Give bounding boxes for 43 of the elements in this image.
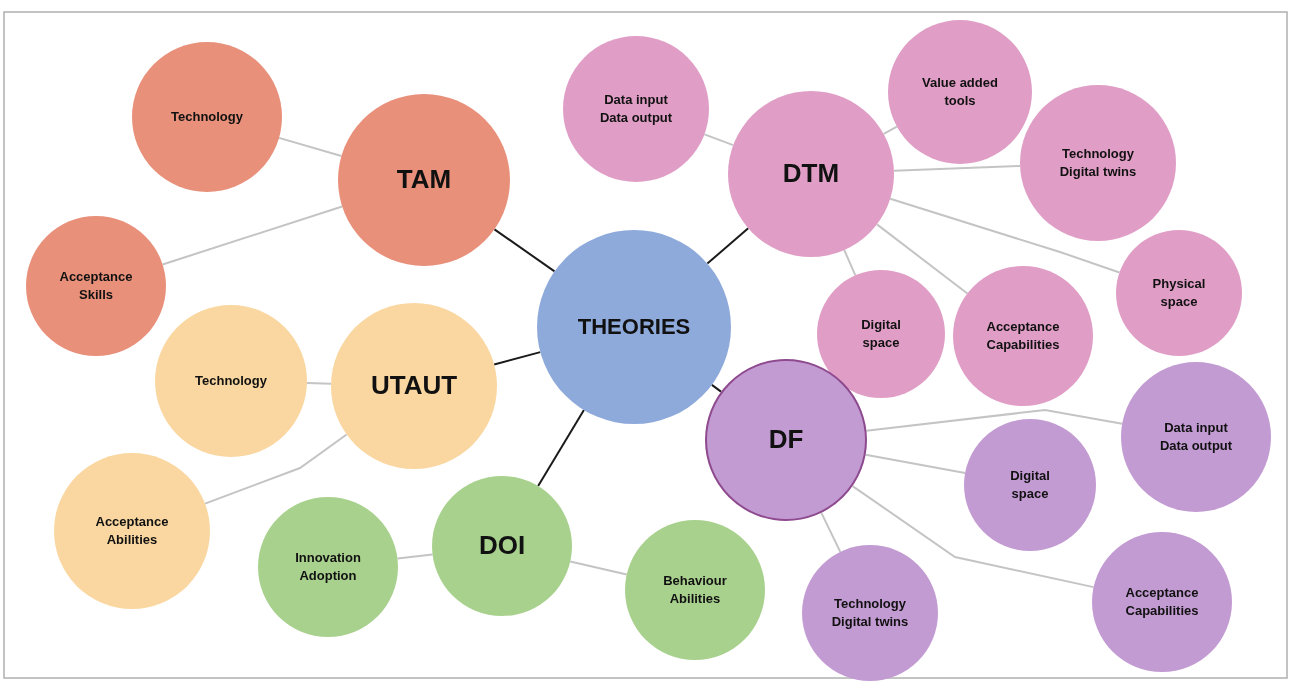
node-label: Physical space xyxy=(1151,275,1207,311)
node-label: Innovation Adoption xyxy=(294,549,362,585)
connector-line xyxy=(820,511,842,553)
node-label: THEORIES xyxy=(577,313,691,342)
node-label: Technology Digital twins xyxy=(830,595,910,631)
node-label: Acceptance Capabilities xyxy=(1124,584,1200,620)
connector-line xyxy=(278,136,343,157)
node-label: Technology Digital twins xyxy=(1058,145,1138,181)
node-label: DF xyxy=(768,423,804,457)
connector-line xyxy=(569,560,628,576)
connector-line xyxy=(892,165,1022,172)
connector-line xyxy=(864,453,967,475)
connector-line xyxy=(875,223,969,295)
connector-line xyxy=(843,249,857,277)
connector-line xyxy=(706,227,750,265)
connector-line xyxy=(204,433,348,505)
connector-line xyxy=(161,205,344,266)
connector-line xyxy=(493,228,556,273)
node-label: Value added tools xyxy=(921,74,999,110)
node-label: Digital space xyxy=(1009,467,1051,503)
node-label: Acceptance Capabilities xyxy=(985,318,1061,354)
connector-line xyxy=(889,197,1121,274)
node-label: Technology xyxy=(171,108,243,126)
connector-line xyxy=(865,409,1124,432)
connector-line xyxy=(710,383,722,393)
connector-line xyxy=(882,125,898,135)
node-label: Technology xyxy=(195,372,267,390)
node-label: Acceptance Skills xyxy=(58,268,134,304)
node-label: DOI xyxy=(478,529,526,563)
node-label: UTAUT xyxy=(370,369,458,403)
node-label: Acceptance Abilities xyxy=(94,513,170,549)
connector-line xyxy=(493,351,542,366)
connector-line xyxy=(396,553,434,560)
connector-line xyxy=(703,133,735,147)
node-label: TAM xyxy=(396,163,452,197)
node-label: Behaviour Abilities xyxy=(662,572,728,608)
node-label: Data input Data output xyxy=(1158,419,1234,455)
connector-line xyxy=(305,382,333,385)
node-label: DTM xyxy=(782,157,840,191)
node-label: Data input Data output xyxy=(598,91,674,127)
node-label: Digital space xyxy=(860,316,902,352)
connector-line xyxy=(851,485,1095,589)
connector-line xyxy=(537,409,585,488)
